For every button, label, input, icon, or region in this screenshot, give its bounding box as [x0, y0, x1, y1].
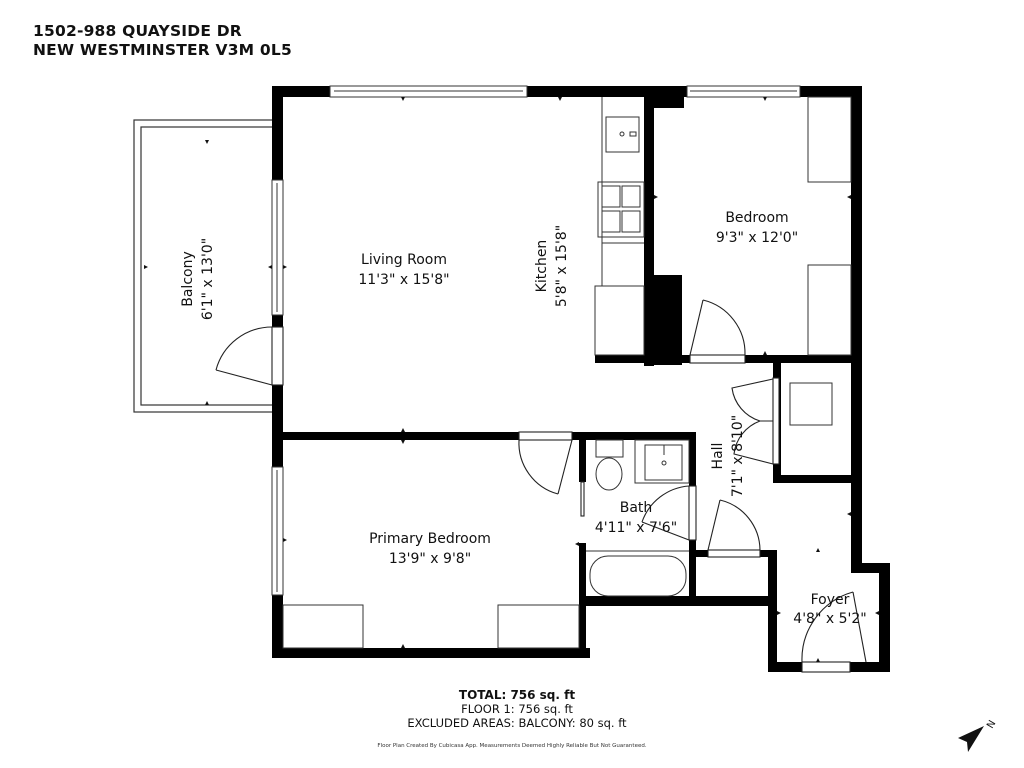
fixtures — [282, 96, 852, 649]
balcony-name: Balcony — [180, 251, 196, 307]
hall-name: Hall — [710, 443, 726, 470]
stove-icon — [597, 181, 645, 238]
washer-icon — [789, 382, 833, 426]
toilet-icon — [595, 457, 623, 491]
room-foyer: Foyer 4'8" x 5'2" — [793, 592, 866, 627]
windows — [271, 85, 801, 596]
hall-dimensions: 7'1" x 8'10" — [730, 415, 746, 497]
bath-dimensions: 4'11" x 7'6" — [595, 520, 677, 536]
total-area: TOTAL: 756 sq. ft — [458, 688, 576, 702]
room-bedroom: Bedroom 9'3" x 12'0" — [716, 210, 798, 246]
address-line-1: 1502-988 QUAYSIDE DR — [33, 22, 242, 40]
room-primary-bedroom: Primary Bedroom 13'9" x 9'8" — [369, 531, 491, 567]
kitchen-dimensions: 5'8" x 15'8" — [554, 225, 570, 307]
room-kitchen: Kitchen 5'8" x 15'8" — [534, 225, 570, 307]
living-room-name: Living Room — [361, 252, 447, 268]
excluded-areas: EXCLUDED AREAS: BALCONY: 80 sq. ft — [407, 716, 627, 730]
compass-north-label: N — [985, 719, 998, 731]
balcony-dimensions: 6'1" x 13'0" — [200, 238, 216, 320]
primary-bedroom-dimensions: 13'9" x 9'8" — [389, 551, 471, 567]
room-hall: Hall 7'1" x 8'10" — [710, 415, 746, 497]
primary-bedroom-name: Primary Bedroom — [369, 531, 491, 547]
doors — [215, 299, 867, 673]
bedroom-name: Bedroom — [725, 210, 788, 226]
foyer-dimensions: 4'8" x 5'2" — [793, 611, 866, 627]
room-bath: Bath 4'11" x 7'6" — [595, 500, 677, 536]
bedroom-dimensions: 9'3" x 12'0" — [716, 230, 798, 246]
property-address: 1502-988 QUAYSIDE DR NEW WESTMINSTER V3M… — [33, 22, 292, 60]
north-arrow-icon: N — [958, 719, 998, 752]
bathtub-icon — [589, 555, 687, 597]
bath-name: Bath — [620, 500, 653, 516]
kitchen-name: Kitchen — [534, 240, 550, 293]
room-balcony: Balcony 6'1" x 13'0" — [180, 238, 216, 320]
foyer-name: Foyer — [811, 592, 850, 608]
kitchen-sink-icon — [605, 116, 640, 153]
walls — [272, 86, 890, 672]
floor-1-area: FLOOR 1: 756 sq. ft — [461, 702, 573, 716]
room-living-room: Living Room 11'3" x 15'8" — [358, 252, 449, 288]
living-room-dimensions: 11'3" x 15'8" — [358, 272, 449, 288]
disclaimer: Floor Plan Created By Cubicasa App. Meas… — [377, 743, 647, 749]
area-summary: TOTAL: 756 sq. ft FLOOR 1: 756 sq. ft EX… — [0, 688, 1024, 730]
address-line-2: NEW WESTMINSTER V3M 0L5 — [33, 41, 292, 59]
dimension-markers — [144, 97, 879, 662]
fridge-icon — [594, 285, 645, 356]
